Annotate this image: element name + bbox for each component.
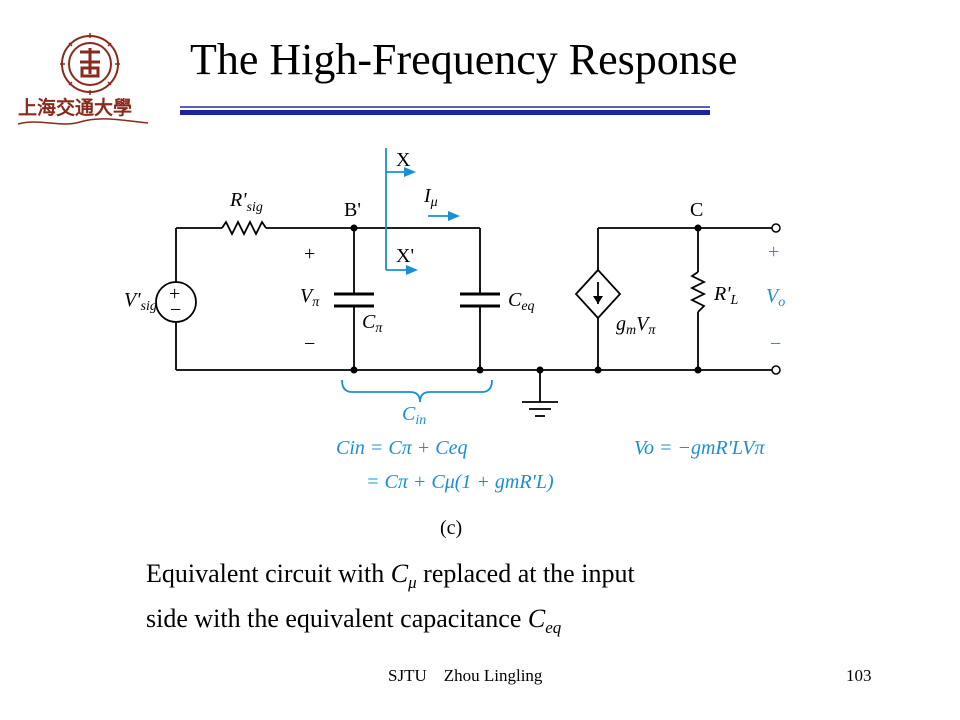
title-underline	[180, 106, 710, 116]
figure-label: (c)	[440, 517, 462, 539]
ceq-label: Ceq	[508, 289, 535, 314]
resistor-rsig	[221, 219, 267, 237]
cin-label: Cin	[402, 403, 426, 428]
svg-text:−: −	[170, 299, 181, 321]
rl-label: R'L	[713, 283, 739, 308]
gm-vpi-label: gmVπ	[616, 313, 656, 338]
logo-chinese-text: 上海交通大學	[18, 96, 132, 119]
x-prime-label: X'	[396, 245, 414, 267]
vo-equation: Vo = −gmR'LVπ	[634, 437, 766, 459]
vo-label: Vo	[766, 285, 785, 310]
cin-brace	[341, 379, 493, 403]
slide-title: The High-Frequency Response	[190, 35, 738, 84]
node-c-label: C	[690, 199, 703, 221]
footer-author: SJTU Zhou Lingling	[388, 666, 543, 685]
svg-text:+: +	[169, 283, 180, 305]
caption: Equivalent circuit with Cμ replaced at t…	[146, 559, 635, 638]
vo-minus: −	[770, 333, 781, 355]
vpi-label: Vπ	[300, 285, 320, 310]
vpi-minus: −	[304, 333, 315, 355]
page-number: 103	[846, 666, 872, 685]
resistor-rl	[689, 271, 707, 313]
logo-script-line	[17, 118, 149, 125]
vpi-plus: +	[304, 243, 315, 265]
vo-plus: +	[768, 241, 779, 263]
i-mu-label: Iμ	[423, 185, 438, 210]
equivalent-circuit-diagram: + − V'sig R'sig B' X X' Iμ + Vπ − Cπ Ceq…	[124, 148, 785, 539]
node-b-label: B'	[344, 199, 361, 221]
x-label: X	[396, 149, 411, 171]
voltage-source-vsig	[155, 281, 197, 323]
vsig-label: V'sig	[124, 289, 157, 314]
university-logo: 上海交通大學	[17, 33, 149, 125]
cin-equation-line2: = Cπ + Cμ(1 + gmR'L)	[366, 471, 554, 493]
cpi-label: Cπ	[362, 311, 383, 336]
rsig-label: R'sig	[229, 189, 263, 215]
cin-equation-line1: Cin = Cπ + Ceq	[336, 437, 467, 459]
